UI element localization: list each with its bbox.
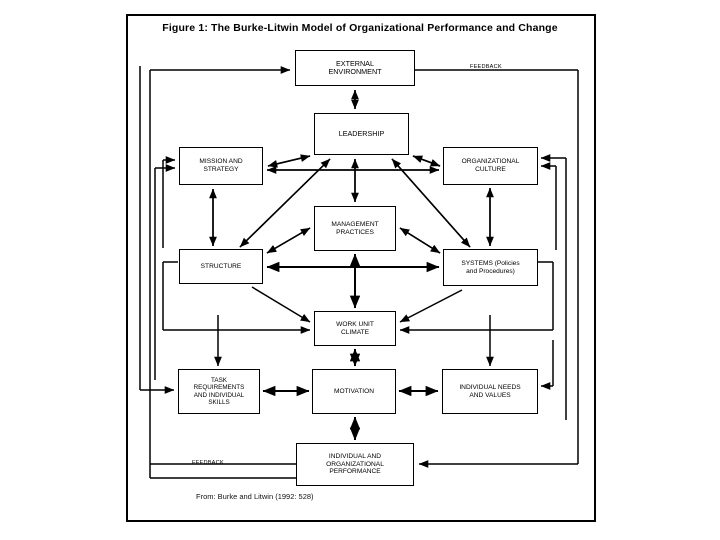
node-motivation[interactable] [312, 369, 396, 414]
node-work-unit-climate[interactable] [314, 311, 396, 346]
feedback-label-bottom: FEEDBACK [192, 460, 224, 466]
figure-title: Figure 1: The Burke-Litwin Model of Orga… [162, 22, 558, 34]
node-organizational-culture[interactable] [443, 147, 538, 185]
node-leadership[interactable] [314, 113, 409, 155]
node-individual-and-organizational-performance[interactable] [296, 443, 414, 486]
node-individual-needs-and-values[interactable] [442, 369, 538, 414]
node-task-requirements[interactable] [178, 369, 260, 414]
feedback-label-top: FEEDBACK [470, 64, 502, 70]
figure-source: From: Burke and Litwin (1992: 528) [196, 492, 314, 501]
node-management-practices[interactable] [314, 206, 396, 251]
node-mission-and-strategy[interactable] [179, 147, 263, 185]
node-structure[interactable] [179, 249, 263, 284]
node-systems[interactable] [443, 249, 538, 286]
node-external-environment[interactable] [295, 50, 415, 86]
